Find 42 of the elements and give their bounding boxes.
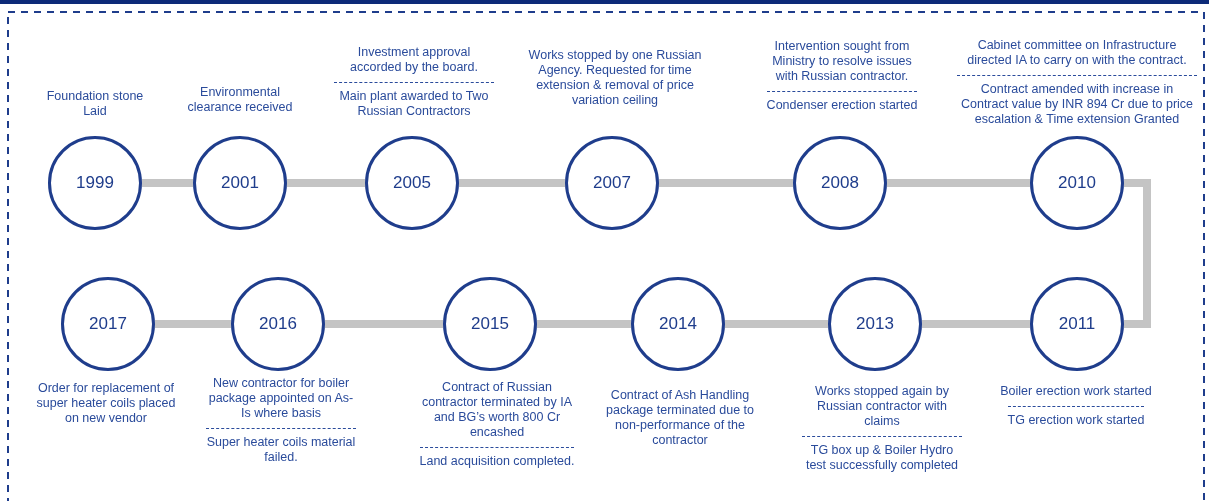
timeline-connector <box>142 179 193 187</box>
year-circle: 1999 <box>48 136 142 230</box>
event-description: Foundation stone Laid <box>45 89 145 119</box>
year-circle: 2010 <box>1030 136 1124 230</box>
event-description: Works stopped again by Russian contractor with claims <box>814 384 950 429</box>
year-circle: 2007 <box>565 136 659 230</box>
event-description: Super heater coils material failed. <box>206 428 356 465</box>
timeline-connector <box>459 179 565 187</box>
event-description: Condenser erection started <box>766 91 918 113</box>
timeline-connector <box>922 320 1030 328</box>
event-description: Contract of Ash Handling package terminated due to non-performance of the contractor <box>605 388 755 448</box>
event-description: Environmental clearance received <box>186 85 294 115</box>
event-description: Boiler erection work started <box>1000 384 1152 399</box>
timeline-connector <box>155 320 231 328</box>
timeline-connector <box>725 320 828 328</box>
event-description: Main plant awarded to Two Russian Contractors <box>334 82 494 119</box>
event-description: TG erection work started <box>1007 406 1145 428</box>
event-description: Intervention sought from Ministry to resolve issues with Russian contractor. <box>771 39 913 84</box>
timeline-connector <box>659 179 793 187</box>
event-description: TG box up & Boiler Hydro test successfully completed <box>802 436 962 473</box>
event-description: New contractor for boiler package appointed on As-Is where basis <box>207 376 355 421</box>
year-circle: 2013 <box>828 277 922 371</box>
event-description: Land acquisition completed. <box>419 447 575 469</box>
timeline-connector <box>325 320 443 328</box>
event-description: Cabinet committee on Infrastructure directed IA to carry on with the contract. <box>966 37 1188 68</box>
year-circle: 2014 <box>631 277 725 371</box>
event-description: Contract amended with increase in Contract value by INR 894 Cr due to price escalation & Time extension Granted <box>957 74 1197 127</box>
timeline-connector <box>887 179 1030 187</box>
event-description: Works stopped by one Russian Agency. Requested for time extension & removal of price variation ceiling <box>527 48 703 108</box>
year-circle: 2016 <box>231 277 325 371</box>
year-circle: 2005 <box>365 136 459 230</box>
year-circle: 2011 <box>1030 277 1124 371</box>
year-circle: 2008 <box>793 136 887 230</box>
year-circle: 2001 <box>193 136 287 230</box>
year-circle: 2015 <box>443 277 537 371</box>
timeline-connector <box>1124 179 1151 328</box>
event-description: Investment approval accorded by the board. <box>349 45 479 75</box>
timeline-connector <box>537 320 631 328</box>
timeline-connector <box>287 179 365 187</box>
event-description: Order for replacement of super heater coils placed on new vendor <box>36 381 176 426</box>
year-circle: 2017 <box>61 277 155 371</box>
event-description: Contract of Russian contractor terminated by IA and BG’s worth 800 Cr encashed <box>420 380 574 440</box>
